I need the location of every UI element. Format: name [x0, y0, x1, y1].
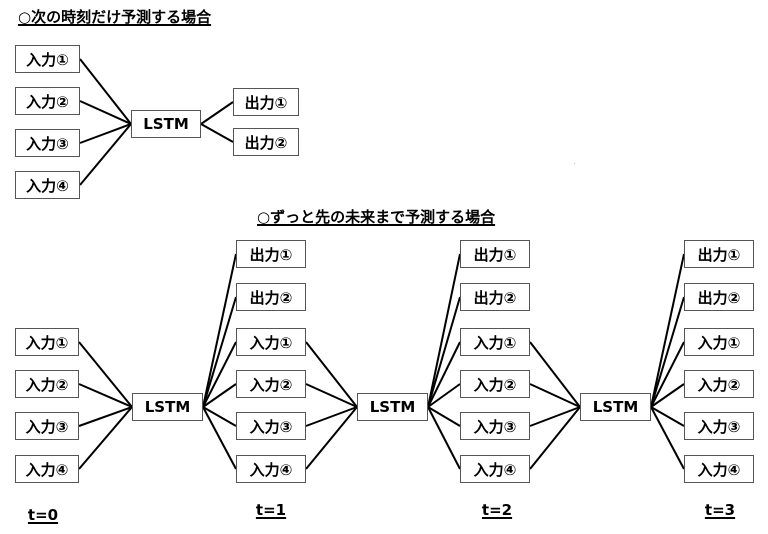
s2-line-to-lstm-2-3: [305, 406, 358, 427]
s2-line-from-lstm-1-in-3: [202, 406, 237, 427]
s1-lstm-box: LSTM: [131, 110, 201, 138]
s2-lstm-box-2: LSTM: [357, 393, 428, 421]
s2-t1-output-box-1: 出力①: [236, 240, 306, 268]
s2-line-from-lstm-1-in-1: [202, 341, 237, 408]
s1-line-in-4: [79, 123, 132, 186]
s2-t0-input-box-1: 入力①: [15, 328, 79, 356]
s2-line-from-lstm-2-out-2: [427, 296, 461, 408]
s2-line-to-lstm-3-3: [529, 406, 581, 427]
s2-line-to-lstm-1-1: [78, 341, 133, 408]
s2-line-to-lstm-1-4: [78, 406, 133, 470]
s2-t3-input-box-1: 入力①: [684, 328, 754, 356]
s2-line-from-lstm-2-out-1: [427, 253, 461, 408]
s2-line-from-lstm-3-in-1: [650, 341, 685, 408]
s1-line-in-2: [79, 100, 132, 125]
s2-line-from-lstm-1-out-2: [202, 296, 237, 408]
s1-input-box-1: 入力①: [15, 45, 80, 73]
time-step-label-t1: t=1: [255, 501, 287, 519]
s2-line-from-lstm-2-in-2: [427, 383, 461, 408]
time-step-label-t0: t=0: [27, 506, 59, 524]
s2-line-from-lstm-3-out-1: [650, 253, 685, 408]
s2-t3-output-box-1: 出力①: [684, 240, 754, 268]
s2-line-from-lstm-1-in-4: [202, 406, 237, 470]
section-title-far-future: ○ずっと先の未来まで予測する場合: [257, 208, 496, 226]
s2-lstm-box-1: LSTM: [132, 393, 203, 421]
s2-line-from-lstm-2-in-1: [427, 341, 461, 408]
s2-t1-input-box-2: 入力②: [236, 370, 306, 398]
s2-t2-output-box-1: 出力①: [460, 240, 530, 268]
s2-line-to-lstm-3-4: [529, 406, 581, 470]
s2-t1-output-box-2: 出力②: [236, 283, 306, 311]
s2-t0-input-box-4: 入力④: [15, 455, 79, 483]
s2-line-from-lstm-2-in-4: [427, 406, 461, 470]
s1-input-box-4: 入力④: [15, 171, 80, 199]
s2-line-to-lstm-2-2: [305, 383, 358, 408]
s2-line-from-lstm-1-in-2: [202, 383, 237, 408]
stray-dot: [574, 163, 575, 164]
s2-line-from-lstm-3-in-4: [650, 406, 685, 470]
s1-input-box-3: 入力③: [15, 129, 80, 157]
time-step-label-t2: t=2: [481, 501, 513, 519]
s2-t3-output-box-2: 出力②: [684, 283, 754, 311]
s2-t2-input-box-2: 入力②: [460, 370, 530, 398]
s2-line-from-lstm-3-in-2: [650, 383, 685, 408]
s2-line-from-lstm-2-in-3: [427, 406, 461, 427]
s1-output-box-2: 出力②: [233, 128, 299, 156]
s2-line-to-lstm-3-2: [529, 383, 581, 408]
s2-t2-input-box-4: 入力④: [460, 455, 530, 483]
s2-line-from-lstm-3-in-3: [650, 406, 685, 427]
s2-line-to-lstm-3-1: [529, 341, 581, 408]
s2-t1-input-box-1: 入力①: [236, 328, 306, 356]
s2-t3-input-box-3: 入力③: [684, 412, 754, 440]
time-step-label-t3: t=3: [704, 501, 736, 519]
s2-lstm-box-3: LSTM: [580, 393, 651, 421]
s2-line-to-lstm-1-3: [78, 406, 133, 427]
s2-t1-input-box-3: 入力③: [236, 412, 306, 440]
s2-t2-input-box-3: 入力③: [460, 412, 530, 440]
s1-line-in-3: [79, 123, 132, 144]
s2-t1-input-box-4: 入力④: [236, 455, 306, 483]
s2-t3-input-box-2: 入力②: [684, 370, 754, 398]
s2-t2-output-box-2: 出力②: [460, 283, 530, 311]
s2-line-to-lstm-2-1: [305, 341, 358, 408]
s1-line-in-1: [79, 58, 132, 125]
s2-t0-input-box-2: 入力②: [15, 370, 79, 398]
s2-line-from-lstm-3-out-2: [650, 296, 685, 408]
s1-input-box-2: 入力②: [15, 87, 80, 115]
section-title-next-step: ○次の時刻だけ予測する場合: [18, 8, 212, 26]
s1-line-out-1: [200, 101, 234, 125]
s2-line-from-lstm-1-out-1: [202, 253, 237, 408]
s2-t3-input-box-4: 入力④: [684, 455, 754, 483]
s2-t2-input-box-1: 入力①: [460, 328, 530, 356]
s2-line-to-lstm-1-2: [78, 383, 133, 408]
s2-t0-input-box-3: 入力③: [15, 412, 79, 440]
s2-line-to-lstm-2-4: [305, 406, 358, 470]
s1-line-out-2: [200, 123, 234, 143]
s1-output-box-1: 出力①: [233, 88, 299, 116]
